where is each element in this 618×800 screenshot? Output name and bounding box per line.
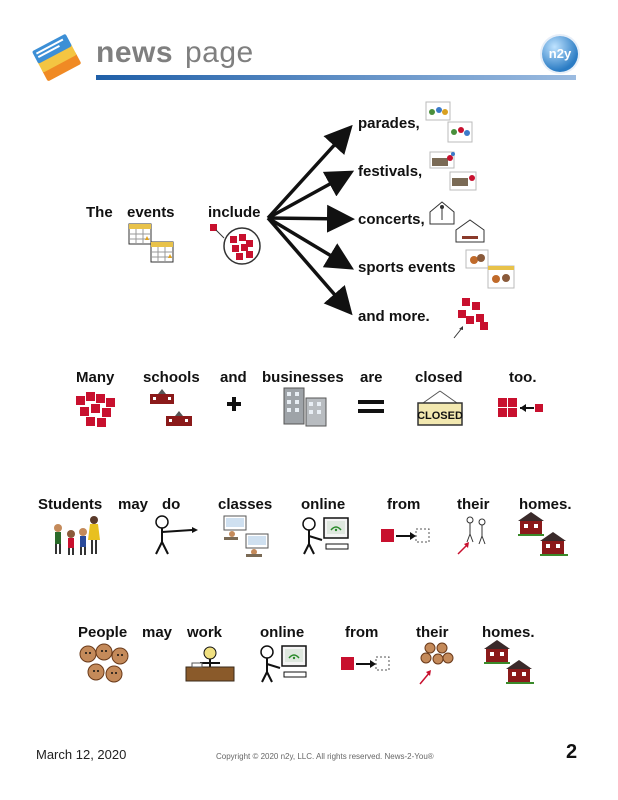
person-pointing-icon: [150, 514, 200, 563]
word-online: online: [301, 496, 346, 513]
word-homes: homes.: [482, 624, 535, 641]
word-and-more: and more.: [358, 308, 430, 325]
word-from: from: [387, 496, 421, 513]
word-events: events: [127, 204, 175, 221]
word-many: Many: [76, 369, 115, 386]
festival-icon: [428, 150, 478, 199]
word-online: online: [260, 624, 305, 641]
word-work: work: [187, 624, 223, 641]
word-too: too.: [509, 369, 537, 386]
word-closed: closed: [415, 369, 463, 386]
their-faces-icon: [416, 640, 456, 691]
word-parades: parades,: [358, 115, 420, 132]
equals-icon: [358, 399, 384, 420]
word-businesses: businesses: [262, 369, 344, 386]
their-people-icon: [456, 512, 496, 561]
closed-sign-icon: CLOSED: [415, 389, 465, 434]
branch-arrows: [262, 104, 362, 339]
word-festivals: festivals,: [358, 163, 423, 180]
word-may: may: [118, 496, 149, 513]
footer-copyright: Copyright © 2020 n2y, LLC. All rights re…: [216, 752, 434, 761]
word-and: and: [220, 369, 247, 386]
word-are: are: [360, 369, 383, 386]
concert-icon: [428, 198, 486, 247]
computer-person-icon: [258, 642, 310, 691]
header-divider: [96, 75, 576, 80]
page-title-light: page: [185, 36, 254, 69]
word-classes: classes: [218, 496, 273, 513]
word-from: from: [345, 624, 379, 641]
closed-sign-text: CLOSED: [417, 410, 463, 422]
word-concerts: concerts,: [358, 211, 425, 228]
desk-worker-icon: [184, 645, 236, 690]
word-their: their: [457, 496, 490, 513]
include-icon: [208, 222, 264, 271]
word-the: The: [86, 204, 113, 221]
word-schools: schools: [143, 369, 200, 386]
faces-group-icon: [78, 642, 130, 691]
documents-stack-icon: [32, 32, 84, 84]
from-arrow-icon: [380, 527, 432, 550]
page-number: 2: [566, 741, 578, 763]
parade-icon: [424, 100, 474, 149]
sports-icon: [464, 248, 518, 295]
arrow-to-red-icon: [496, 394, 548, 429]
houses-icon: [484, 640, 536, 691]
school-icon: [148, 388, 196, 437]
page-title-bold: news: [96, 36, 174, 69]
n2y-logo-icon: n2y: [542, 36, 578, 72]
calendar-icon: [127, 222, 177, 271]
word-may: may: [142, 624, 173, 641]
word-include: include: [208, 204, 261, 221]
many-squares-icon: [72, 390, 122, 435]
word-students: Students: [38, 496, 103, 513]
computer-person-icon: [300, 514, 352, 563]
group-of-people-icon: [50, 514, 100, 563]
footer-date: March 12, 2020: [36, 747, 127, 762]
from-arrow-icon: [340, 655, 392, 678]
office-building-icon: [282, 386, 330, 435]
houses-icon: [518, 512, 570, 563]
classroom-icon: [222, 514, 272, 563]
word-do: do: [162, 496, 181, 513]
many-squares-icon: [452, 296, 496, 345]
word-people: People: [78, 624, 128, 641]
word-sports-events: sports events: [358, 259, 456, 276]
word-their: their: [416, 624, 449, 641]
word-homes: homes.: [519, 496, 572, 513]
plus-icon: [226, 396, 242, 417]
